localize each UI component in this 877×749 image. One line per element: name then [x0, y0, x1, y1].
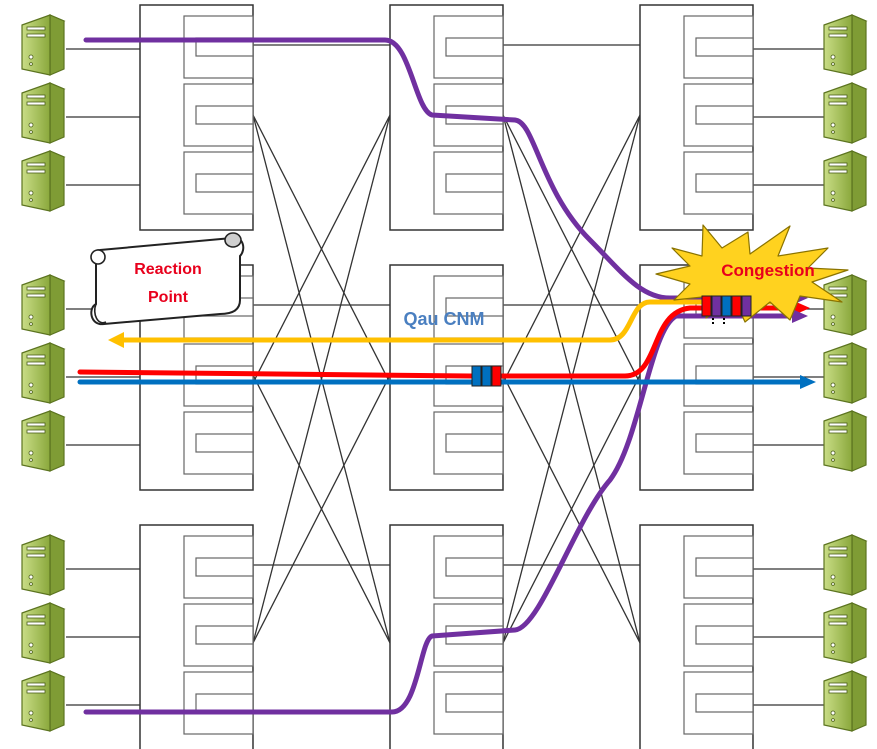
switch-port	[683, 83, 754, 147]
server-tower-icon	[823, 150, 867, 212]
switch-port	[183, 15, 254, 79]
switch-box	[639, 4, 754, 231]
server-tower-icon	[21, 274, 65, 336]
switch-port	[683, 151, 754, 215]
server-tower-icon	[21, 342, 65, 404]
server-tower-icon	[21, 602, 65, 664]
server-tower-icon	[21, 14, 65, 76]
switch-port	[433, 535, 504, 599]
switch-port	[683, 343, 754, 407]
switch-port	[183, 83, 254, 147]
switch-port	[683, 535, 754, 599]
scroll-banner-icon	[90, 236, 245, 326]
switch-port	[683, 671, 754, 735]
mesh-link	[502, 374, 641, 644]
purple-flow-bottom	[83, 313, 793, 715]
reaction-label-line2: Point	[148, 289, 189, 306]
switch-port	[183, 671, 254, 735]
server-tower-icon	[21, 410, 65, 472]
switch-port	[183, 151, 254, 215]
server-tower-icon	[823, 534, 867, 596]
server-tower-icon	[823, 602, 867, 664]
server-tower-icon	[823, 342, 867, 404]
server-tower-icon	[823, 82, 867, 144]
switch-port	[683, 411, 754, 475]
explosion-burst-icon	[655, 224, 849, 323]
switch-box	[139, 524, 254, 749]
server-tower-icon	[823, 410, 867, 472]
red-flow	[77, 305, 798, 379]
blue-arrow-icon	[800, 375, 816, 389]
packet-queue-middle	[471, 365, 502, 387]
qau-cnm-label: Qau CNM	[404, 309, 485, 329]
mesh-link	[252, 374, 391, 644]
packet-queue-congested	[701, 295, 752, 326]
congestion-burst: Congestion	[655, 224, 849, 323]
server-tower-icon	[823, 274, 867, 336]
server-tower-icon	[823, 670, 867, 732]
mesh-link	[252, 114, 391, 644]
server-tower-icon	[21, 670, 65, 732]
reaction-point-scroll: Reaction Point	[90, 232, 245, 326]
switch-port	[433, 151, 504, 215]
server-tower-icon	[823, 14, 867, 76]
switch-port	[433, 15, 504, 79]
switch-port	[433, 275, 504, 339]
orange-flow	[117, 299, 793, 343]
orange-arrow-icon	[108, 332, 124, 348]
switch-port	[433, 411, 504, 475]
switch-box	[639, 524, 754, 749]
mesh-link	[502, 114, 641, 644]
congestion-label: Congestion	[721, 261, 815, 280]
server-tower-icon	[21, 534, 65, 596]
switch-port	[683, 15, 754, 79]
reaction-label-line1: Reaction	[134, 261, 202, 278]
red-arrow-icon	[794, 301, 810, 315]
purple-flow-top	[83, 37, 793, 301]
flow-paths	[77, 37, 803, 715]
server-tower-icon	[21, 150, 65, 212]
purple-arrow-bottom-icon	[792, 309, 808, 323]
switch-port	[433, 671, 504, 735]
switch-port	[183, 411, 254, 475]
switch-port	[183, 535, 254, 599]
switch-port	[683, 603, 754, 667]
server-tower-icon	[21, 82, 65, 144]
link-lines	[66, 44, 826, 706]
switch-port	[183, 603, 254, 667]
